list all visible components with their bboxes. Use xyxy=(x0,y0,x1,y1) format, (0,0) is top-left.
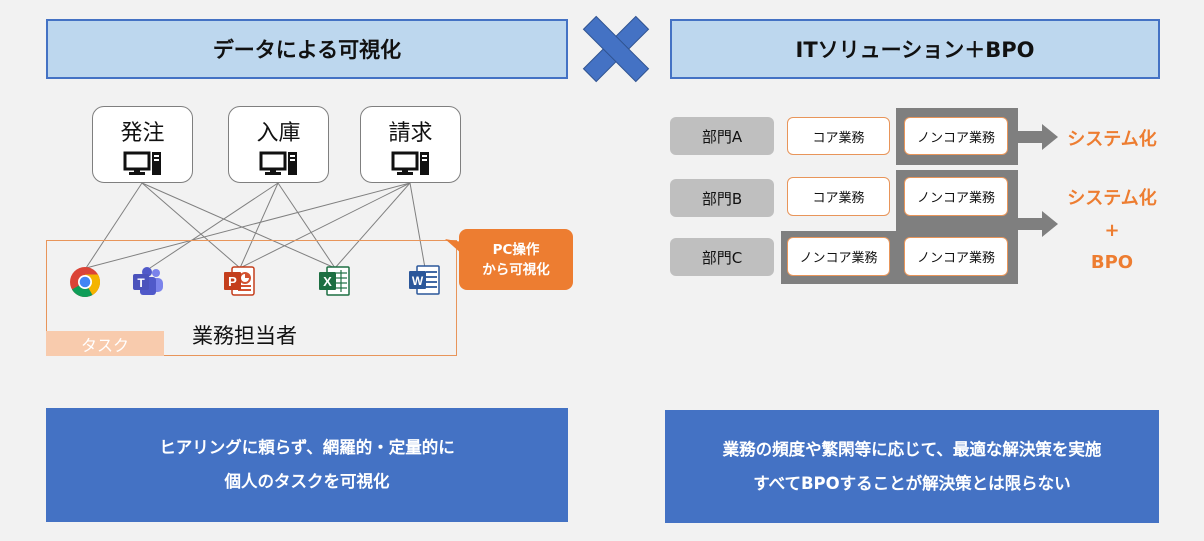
cross-icon xyxy=(582,15,650,83)
result-system-bpo: システム化 + BPO xyxy=(1060,183,1164,279)
result-line1: システム化 xyxy=(1067,188,1157,209)
connection-lines xyxy=(85,182,426,269)
chrome-icon xyxy=(70,267,101,298)
task-core-a: コア業務 xyxy=(787,117,890,155)
terminal-nyuko: 入庫 xyxy=(228,106,329,183)
pc-icon xyxy=(259,151,297,175)
dept-b: 部門B xyxy=(670,179,774,217)
right-header: ITソリューション＋BPO xyxy=(670,19,1160,79)
svg-text:P: P xyxy=(228,274,237,289)
task-noncore-b: ノンコア業務 xyxy=(904,177,1008,216)
result-line2: + xyxy=(1104,220,1120,241)
right-header-title: ITソリューション＋BPO xyxy=(795,38,1035,62)
terminal-label: 入庫 xyxy=(256,120,301,146)
task-tab: タスク xyxy=(46,331,164,356)
result-system: システム化 xyxy=(1067,129,1157,150)
right-summary: 業務の頻度や繁閑等に応じて、最適な解決策を実施 すべてBPOすることが解決策とは… xyxy=(665,410,1159,523)
task-tab-label: タスク xyxy=(80,335,129,355)
result-line3: BPO xyxy=(1090,252,1134,273)
task-label: ノンコア業務 xyxy=(916,191,995,206)
teams-icon: T xyxy=(133,267,163,295)
left-header-title: データによる可視化 xyxy=(212,38,402,62)
task-noncore-c2: ノンコア業務 xyxy=(904,237,1008,276)
task-label: ノンコア業務 xyxy=(799,251,878,266)
task-noncore-a: ノンコア業務 xyxy=(904,117,1008,155)
left-header: データによる可視化 xyxy=(46,19,568,79)
task-area xyxy=(46,240,457,356)
left-summary: ヒアリングに頼らず、網羅的・定量的に 個人のタスクを可視化 xyxy=(46,408,568,522)
svg-text:X: X xyxy=(323,274,332,289)
right-summary-line2: すべてBPOすることが解決策とは限らない xyxy=(753,473,1071,493)
tanto-label: 業務担当者 xyxy=(192,324,297,348)
dept-a: 部門A xyxy=(670,117,774,155)
svg-text:W: W xyxy=(412,274,424,288)
arrow-a xyxy=(1016,124,1058,150)
task-noncore-c1: ノンコア業務 xyxy=(787,237,890,276)
task-label: コア業務 xyxy=(812,130,865,146)
task-core-b: コア業務 xyxy=(787,177,890,216)
pc-icon xyxy=(391,151,429,175)
callout-line2: から可視化 xyxy=(482,261,550,278)
task-label: ノンコア業務 xyxy=(916,130,995,146)
terminal-hatchu: 発注 xyxy=(92,106,193,183)
dept-c: 部門C xyxy=(670,238,774,276)
left-summary-line2: 個人のタスクを可視化 xyxy=(224,472,390,491)
terminal-seikyu: 請求 xyxy=(360,106,461,183)
left-summary-line1: ヒアリングに頼らず、網羅的・定量的に xyxy=(159,438,455,457)
task-label: コア業務 xyxy=(812,191,865,206)
callout-line1: PC操作 xyxy=(492,241,540,258)
arrow-bc xyxy=(1016,211,1058,237)
excel-icon: X xyxy=(319,266,350,296)
terminal-label: 発注 xyxy=(120,120,165,146)
callout-pointer xyxy=(445,239,462,254)
powerpoint-icon: P xyxy=(224,266,255,296)
pc-icon xyxy=(123,151,161,175)
svg-text:T: T xyxy=(137,276,145,290)
terminal-label: 請求 xyxy=(388,120,433,146)
dept-label: 部門C xyxy=(701,248,743,267)
word-icon: W xyxy=(409,265,440,295)
dept-label: 部門B xyxy=(701,189,743,208)
dept-label: 部門A xyxy=(701,127,743,146)
task-label: ノンコア業務 xyxy=(916,251,995,266)
right-summary-line1: 業務の頻度や繁閑等に応じて、最適な解決策を実施 xyxy=(722,439,1102,459)
callout-pc: PC操作 から可視化 xyxy=(459,229,573,290)
